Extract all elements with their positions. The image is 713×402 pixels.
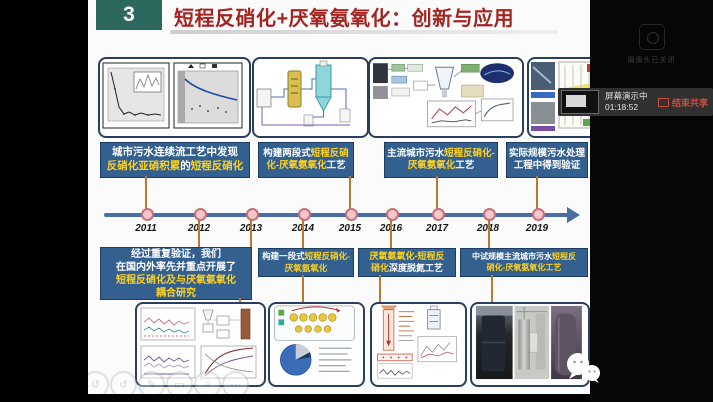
annotation-undo-button[interactable]: ↺ <box>110 371 137 394</box>
timeline-marker-2014 <box>298 208 311 221</box>
connector-line <box>488 219 490 248</box>
connector-line <box>491 275 493 303</box>
timeline-marker-2012 <box>194 208 207 221</box>
timeline-marker-2017 <box>432 208 445 221</box>
camera-off-icon <box>638 24 665 50</box>
milestone-box-2017-top: 主流城市污水短程反硝化-厌氧氨氧化工艺 <box>384 142 498 178</box>
connector-line <box>198 219 200 248</box>
title-underline <box>170 30 558 34</box>
shared-slide: 3 短程反硝化+厌氧氨氧化：创新与应用 <box>88 0 590 394</box>
tank-pie-thumbnail <box>274 305 355 376</box>
connector-line <box>390 219 392 248</box>
connector-line <box>536 176 538 214</box>
connector-line <box>379 275 381 303</box>
share-status-text: 屏幕演示中 <box>605 90 648 101</box>
timeline-axis <box>104 213 570 217</box>
connector-line <box>302 219 304 248</box>
wechat-icon <box>567 353 600 383</box>
milestone-box-2013-bottom: 构建一段式短程反硝化-厌氧氨氧化 <box>258 248 354 277</box>
end-share-button[interactable]: 结束共享 <box>657 96 708 109</box>
bottom-figure-tank-pie <box>268 302 365 387</box>
connector-line <box>145 176 147 214</box>
chart-thumbnail <box>102 62 243 129</box>
timeline-marker-2019 <box>532 208 545 221</box>
top-figure-process-flow <box>368 57 524 138</box>
timeline-marker-2016 <box>386 208 399 221</box>
slide-title: 短程反硝化+厌氧氨氧化：创新与应用 <box>174 7 515 30</box>
timeline-marker-2013 <box>246 208 259 221</box>
connector-line <box>436 176 438 214</box>
milestone-box-2011: 城市污水连续流工艺中发现反硝化亚硝积累的短程反硝化 <box>100 142 250 178</box>
meeting-sidebar: 摄像头已关闭 <box>590 0 713 402</box>
timeline-marker-2011 <box>141 208 154 221</box>
top-figure-charts <box>98 57 251 138</box>
milestone-box-2019-top: 实际规模污水处理工程中得到验证 <box>506 142 588 178</box>
annotation-pen-button[interactable]: ✎ <box>138 371 165 394</box>
process-flow-thumbnail <box>372 63 515 128</box>
timeline-year-label: 2011 <box>135 223 157 234</box>
timeline-year-label: 2017 <box>425 223 449 234</box>
camera-off-label: 摄像头已关闭 <box>627 57 676 64</box>
milestone-box-2015-top: 构建两段式短程反硝化-厌氧氨氧化工艺 <box>258 142 354 178</box>
reactor-design-thumbnail <box>377 305 457 379</box>
share-preview-thumbnail[interactable] <box>561 90 599 114</box>
performance-charts-thumbnail <box>140 307 257 379</box>
annotation-tool-button[interactable]: ↺ <box>88 371 109 394</box>
wechat-logo-watermark <box>564 351 602 385</box>
timeline-year-label: 2019 <box>525 223 549 234</box>
end-share-icon <box>657 97 669 107</box>
participant-video-tile: 摄像头已关闭 <box>590 24 713 65</box>
timeline-arrowhead-icon <box>567 207 580 223</box>
annotation-eraser-button[interactable]: ▭ <box>166 371 193 394</box>
milestone-box-2012-bottom: 经过重复验证，我们在国内外率先并重点开展了短程反硝化及与厌氧氨氧化耦合研究 <box>100 247 252 300</box>
bottom-figure-reactor-design <box>370 302 467 387</box>
end-share-label: 结束共享 <box>671 97 708 108</box>
annotation-zoom-button[interactable]: ⌕ <box>194 371 221 394</box>
share-timer: 01:18:52 <box>605 102 639 112</box>
share-status-block: 屏幕演示中 01:18:52 <box>605 91 648 114</box>
connector-line <box>302 275 304 303</box>
screen-share-toolbar: 屏幕演示中 01:18:52 结束共享 <box>558 88 713 116</box>
timeline-marker-2015 <box>345 208 358 221</box>
timeline-year-label: 2015 <box>338 223 362 234</box>
reactor-diagram-thumbnail <box>256 60 351 127</box>
slide-number-badge: 3 <box>96 0 162 30</box>
top-figure-reactor-diagram <box>252 57 369 138</box>
connector-line <box>349 176 351 214</box>
connector-line <box>250 219 252 248</box>
connector-line <box>239 298 241 303</box>
milestone-box-2018-bottom: 中试规模主流城市污水短程反硝化-厌氧氨氧化工艺 <box>460 248 588 277</box>
bottom-figure-pilot-photos <box>470 302 590 387</box>
annotation-more-button[interactable]: ⋯ <box>222 371 249 394</box>
pilot-photos-thumbnail <box>476 305 582 380</box>
milestone-box-2016-bottom: 厌氧氨氧化-短程反硝化深度脱氮工艺 <box>358 248 456 277</box>
